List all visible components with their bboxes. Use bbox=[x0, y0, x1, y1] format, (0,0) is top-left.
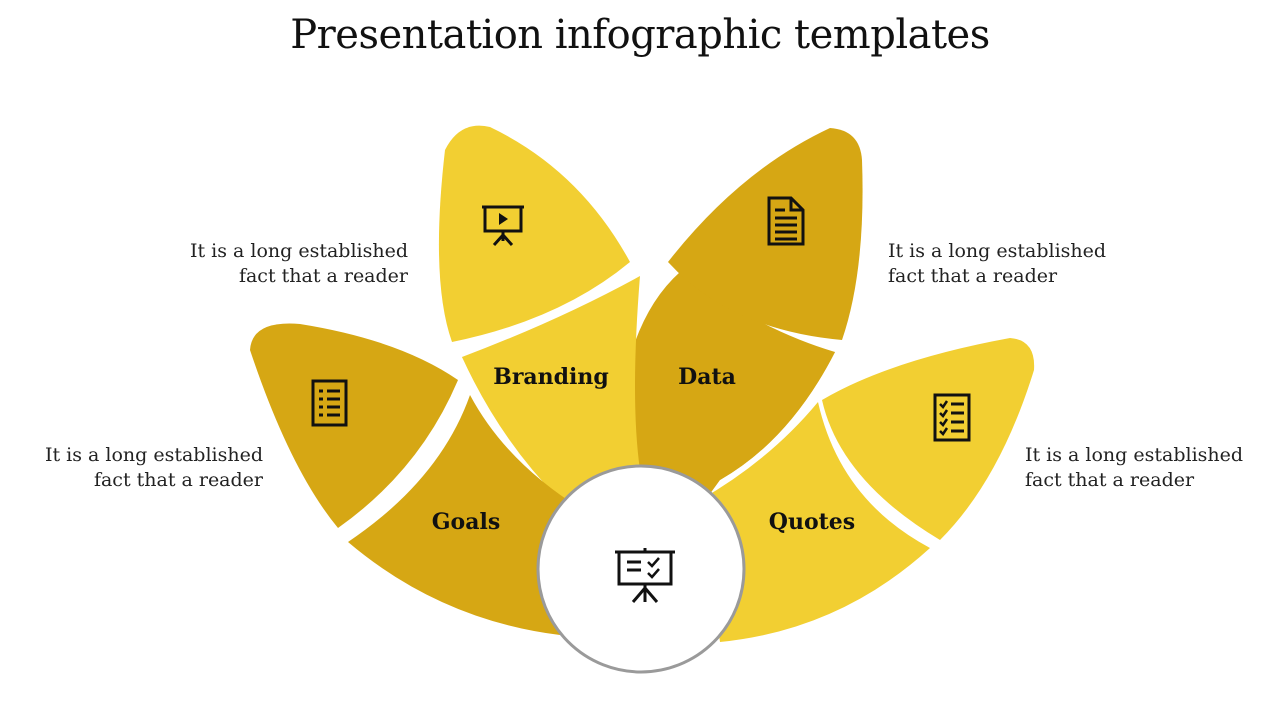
segment-data-arm bbox=[615, 272, 835, 480]
checkbox-list-icon bbox=[933, 393, 971, 442]
petal-data[interactable] bbox=[668, 128, 863, 340]
document-icon bbox=[767, 196, 805, 246]
petal-branding[interactable] bbox=[438, 125, 630, 342]
segment-label-data: Data bbox=[678, 364, 736, 390]
segment-label-quotes: Quotes bbox=[769, 509, 855, 535]
description-line: fact that a reader bbox=[238, 265, 408, 287]
segment-quotes[interactable] bbox=[700, 402, 930, 642]
segment-label-branding: Branding bbox=[493, 364, 609, 390]
segment-branding-arm bbox=[462, 276, 640, 479]
description-branding: It is a long established fact that a rea… bbox=[185, 239, 408, 289]
description-goals: It is a long established fact that a rea… bbox=[40, 443, 263, 493]
checklist-icon bbox=[311, 379, 348, 427]
description-line: fact that a reader bbox=[93, 469, 263, 491]
description-line: It is a long established bbox=[1025, 444, 1244, 466]
description-line: fact that a reader bbox=[1025, 469, 1195, 491]
description-data: It is a long established fact that a rea… bbox=[888, 239, 1118, 289]
petal-quotes[interactable] bbox=[822, 338, 1035, 540]
presentation-board-icon bbox=[615, 548, 675, 603]
presentation-play-icon bbox=[482, 205, 524, 247]
description-line: It is a long established bbox=[189, 240, 408, 262]
segment-label-goals: Goals bbox=[432, 509, 500, 535]
page-title: Presentation infographic templates bbox=[290, 12, 990, 58]
description-line: It is a long established bbox=[44, 444, 263, 466]
description-line: It is a long established bbox=[888, 240, 1107, 262]
petal-goals[interactable] bbox=[250, 323, 458, 528]
description-line: fact that a reader bbox=[888, 265, 1058, 287]
description-quotes: It is a long established fact that a rea… bbox=[1025, 443, 1255, 493]
